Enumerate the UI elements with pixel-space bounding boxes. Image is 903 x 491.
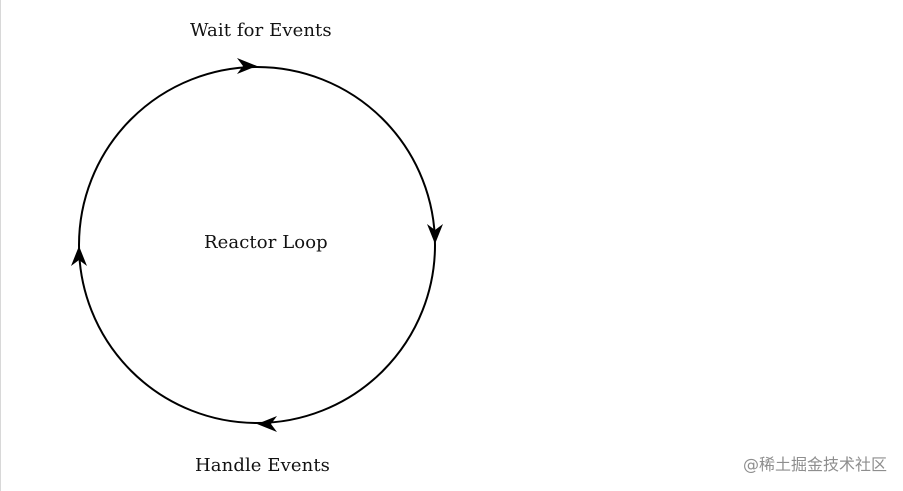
arrow-top-icon — [237, 58, 257, 74]
reactor-loop-label: Reactor Loop — [204, 232, 328, 253]
handle-events-label: Handle Events — [195, 455, 330, 476]
arrow-right-icon — [427, 224, 443, 244]
wait-for-events-label: Wait for Events — [190, 20, 332, 41]
site-watermark: @稀土掘金技术社区 — [742, 455, 887, 474]
loop-circle — [78, 66, 436, 424]
arrow-left-icon — [71, 246, 87, 266]
arrow-bottom-icon — [257, 416, 277, 432]
